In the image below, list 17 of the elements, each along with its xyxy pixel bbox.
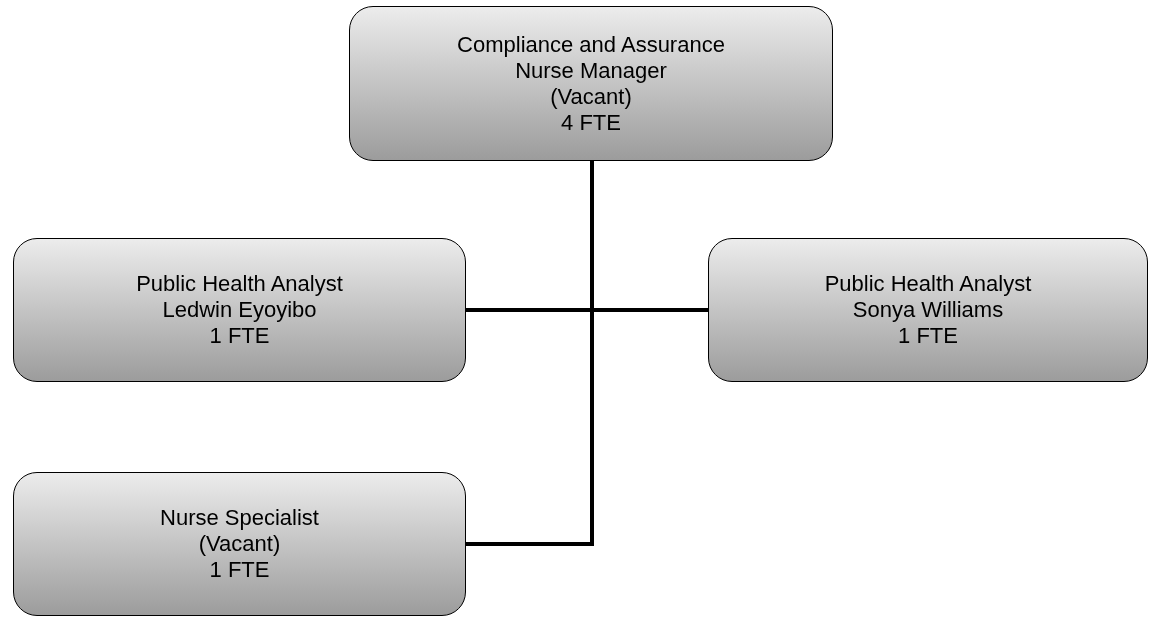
- connector-line: [466, 161, 594, 546]
- role-text: 1 FTE: [898, 323, 958, 349]
- role-text: Public Health Analyst: [136, 271, 343, 297]
- role-text: (Vacant): [550, 83, 632, 110]
- role-text: (Vacant): [198, 531, 281, 557]
- role-text: Ledwin Eyoyibo: [162, 297, 317, 323]
- role-text: 1 FTE: [209, 323, 270, 349]
- role-box: [708, 238, 1148, 382]
- role-text: Sonya Williams: [852, 297, 1004, 323]
- role-text: Nurse Specialist: [160, 505, 319, 531]
- role-text: 1 FTE: [209, 557, 270, 583]
- role-box: [13, 472, 466, 616]
- role-box: [13, 238, 466, 382]
- role-text: 4 FTE: [561, 109, 621, 136]
- role-box: [349, 6, 833, 161]
- role-text: Compliance and Assurance Nurse Manager: [456, 31, 726, 84]
- role-text: Public Health Analyst: [824, 271, 1032, 297]
